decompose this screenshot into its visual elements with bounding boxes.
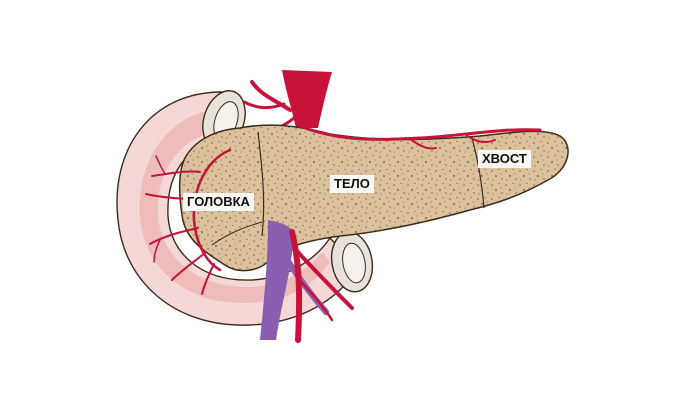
mesenteric-artery-twig	[294, 274, 334, 322]
label-tail: ХВОСТ	[478, 150, 531, 168]
artery-branch-left-2	[242, 100, 286, 110]
splenic-artery-path	[298, 124, 542, 141]
aorta-trunk	[282, 70, 332, 128]
splenic-artery-branch-1	[409, 138, 437, 150]
pd-artery-arc	[192, 148, 232, 272]
artery-branch-left-1	[250, 80, 292, 112]
pancreaticoduodenal-arteries	[145, 148, 232, 295]
duodenum-cut-end-bottom-lumen	[342, 242, 366, 284]
mesenteric-vessels	[260, 220, 354, 343]
pd-artery-branch-1	[151, 170, 201, 177]
pd-artery-branch-4	[171, 251, 207, 281]
mesenteric-artery	[289, 229, 303, 343]
head-lower-divider	[211, 221, 263, 246]
pd-artery-branch-5	[201, 263, 215, 295]
splenic-artery-branch-2	[464, 133, 496, 143]
label-head: ГОЛОВКА	[183, 193, 254, 211]
splenic-artery	[298, 124, 542, 150]
pd-artery-twig-2	[153, 239, 161, 263]
head-body-divider	[257, 131, 265, 237]
pd-artery-twig-1	[155, 155, 166, 175]
mesenteric-artery-branch	[294, 248, 354, 310]
body-tail-divider	[471, 137, 485, 209]
mesenteric-vein	[260, 220, 294, 340]
label-body: ТЕЛО	[330, 175, 374, 193]
aorta	[242, 70, 332, 133]
pd-artery-branch-3	[149, 227, 199, 245]
